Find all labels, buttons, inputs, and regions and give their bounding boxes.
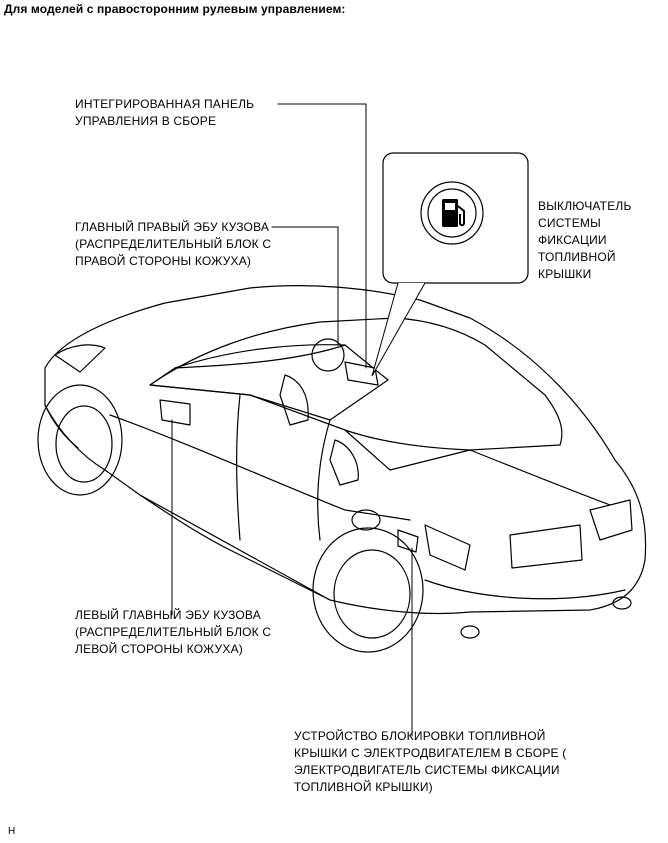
label-main-right-ecu-line-1: ГЛАВНЫЙ ПРАВЫЙ ЭБУ КУЗОВА xyxy=(75,220,270,234)
fuel-pump-icon xyxy=(442,199,465,227)
label-main-left-ecu: ЛЕВЫЙ ГЛАВНЫЙ ЭБУ КУЗОВА (РАСПРЕДЕЛИТЕЛЬ… xyxy=(75,607,271,658)
label-fuel-lid-motor-line-4: ТОПЛИВНОЙ КРЫШКИ) xyxy=(294,780,433,794)
seat-right xyxy=(329,439,359,486)
label-main-right-ecu-line-3: ПРАВОЙ СТОРОНЫ КОЖУХА) xyxy=(75,254,252,268)
diagram-heading: Для моделей с правосторонним рулевым упр… xyxy=(4,2,346,16)
exhaust-left xyxy=(460,625,480,639)
fuel-lid xyxy=(351,509,381,531)
front-door-line xyxy=(236,394,241,541)
front-wheel-inner xyxy=(55,405,113,483)
rear-light-left xyxy=(424,524,471,571)
label-main-right-ecu: ГЛАВНЫЙ ПРАВЫЙ ЭБУ КУЗОВА (РАСПРЕДЕЛИТЕЛ… xyxy=(75,219,271,270)
label-fuel-lid-switch-line-3: ФИКСАЦИИ xyxy=(538,233,607,247)
label-main-left-ecu-line-3: ЛЕВОЙ СТОРОНЫ КОЖУХА) xyxy=(75,642,243,656)
label-fuel-lid-switch: ВЫКЛЮЧАТЕЛЬ СИСТЕМЫ ФИКСАЦИИ ТОПЛИВНОЙ К… xyxy=(538,198,632,283)
label-integrated-panel-line-2: УПРАВЛЕНИЯ В СБОРЕ xyxy=(75,114,217,128)
label-fuel-lid-motor: УСТРОЙСТВО БЛОКИРОВКИ ТОПЛИВНОЙ КРЫШКИ С… xyxy=(294,728,566,796)
label-main-left-ecu-line-1: ЛЕВЫЙ ГЛАВНЫЙ ЭБУ КУЗОВА xyxy=(75,608,261,622)
sill-line xyxy=(139,494,331,601)
license-plate xyxy=(509,524,583,569)
integrated-panel xyxy=(344,361,379,386)
rear-bumper xyxy=(424,579,626,600)
front-bumper xyxy=(44,404,79,449)
headlight xyxy=(54,344,106,373)
label-main-right-ecu-line-2: (РАСПРЕДЕЛИТЕЛЬНЫЙ БЛОК С xyxy=(75,237,272,251)
label-integrated-panel: ИНТЕГРИРОВАННАЯ ПАНЕЛЬ УПРАВЛЕНИЯ В СБОР… xyxy=(75,96,254,130)
windshield-frame xyxy=(149,344,389,421)
callout-pointer xyxy=(371,282,426,377)
beltline xyxy=(109,414,411,521)
label-fuel-lid-switch-line-5: КРЫШКИ xyxy=(538,267,592,281)
leader-main-right-ecu xyxy=(271,226,339,346)
switch-inner-ring xyxy=(427,188,477,238)
switch-outer-ring xyxy=(420,181,484,245)
seat-left xyxy=(279,374,309,426)
label-integrated-panel-line-1: ИНТЕГРИРОВАННАЯ ПАНЕЛЬ xyxy=(75,97,255,111)
rear-window xyxy=(344,429,471,471)
exhaust-right xyxy=(612,596,632,610)
trunk-lid xyxy=(469,449,611,506)
label-fuel-lid-switch-line-2: СИСТЕМЫ xyxy=(538,216,601,230)
front-wheel-outer xyxy=(37,384,123,496)
car-roof xyxy=(149,317,563,451)
leader-integrated-panel xyxy=(277,103,367,369)
rear-door-line xyxy=(317,419,331,541)
rear-wheel-outer xyxy=(312,527,424,653)
footer-mark: H xyxy=(8,826,16,837)
label-main-left-ecu-line-2: (РАСПРЕДЕЛИТЕЛЬНЫЙ БЛОК С xyxy=(75,625,272,639)
dashboard xyxy=(174,344,346,369)
right-junction-block xyxy=(159,399,191,426)
steering-wheel xyxy=(311,338,345,372)
fuel-lid-motor-unit xyxy=(397,529,419,553)
label-fuel-lid-motor-line-3: ЭЛЕКТРОДВИГАТЕЛЬ СИСТЕМЫ ФИКСАЦИИ xyxy=(294,763,560,777)
rear-wheel-inner xyxy=(333,549,411,639)
label-fuel-lid-switch-line-4: ТОПЛИВНОЙ xyxy=(538,250,616,264)
rear-light-right xyxy=(589,499,633,541)
car-body-outline xyxy=(44,285,647,615)
label-fuel-lid-motor-line-1: УСТРОЙСТВО БЛОКИРОВКИ ТОПЛИВНОЙ xyxy=(294,729,546,743)
label-fuel-lid-switch-line-1: ВЫКЛЮЧАТЕЛЬ xyxy=(538,199,632,213)
label-fuel-lid-motor-line-2: КРЫШКИ С ЭЛЕКТРОДВИГАТЕЛЕМ В СБОРЕ ( xyxy=(294,746,567,760)
